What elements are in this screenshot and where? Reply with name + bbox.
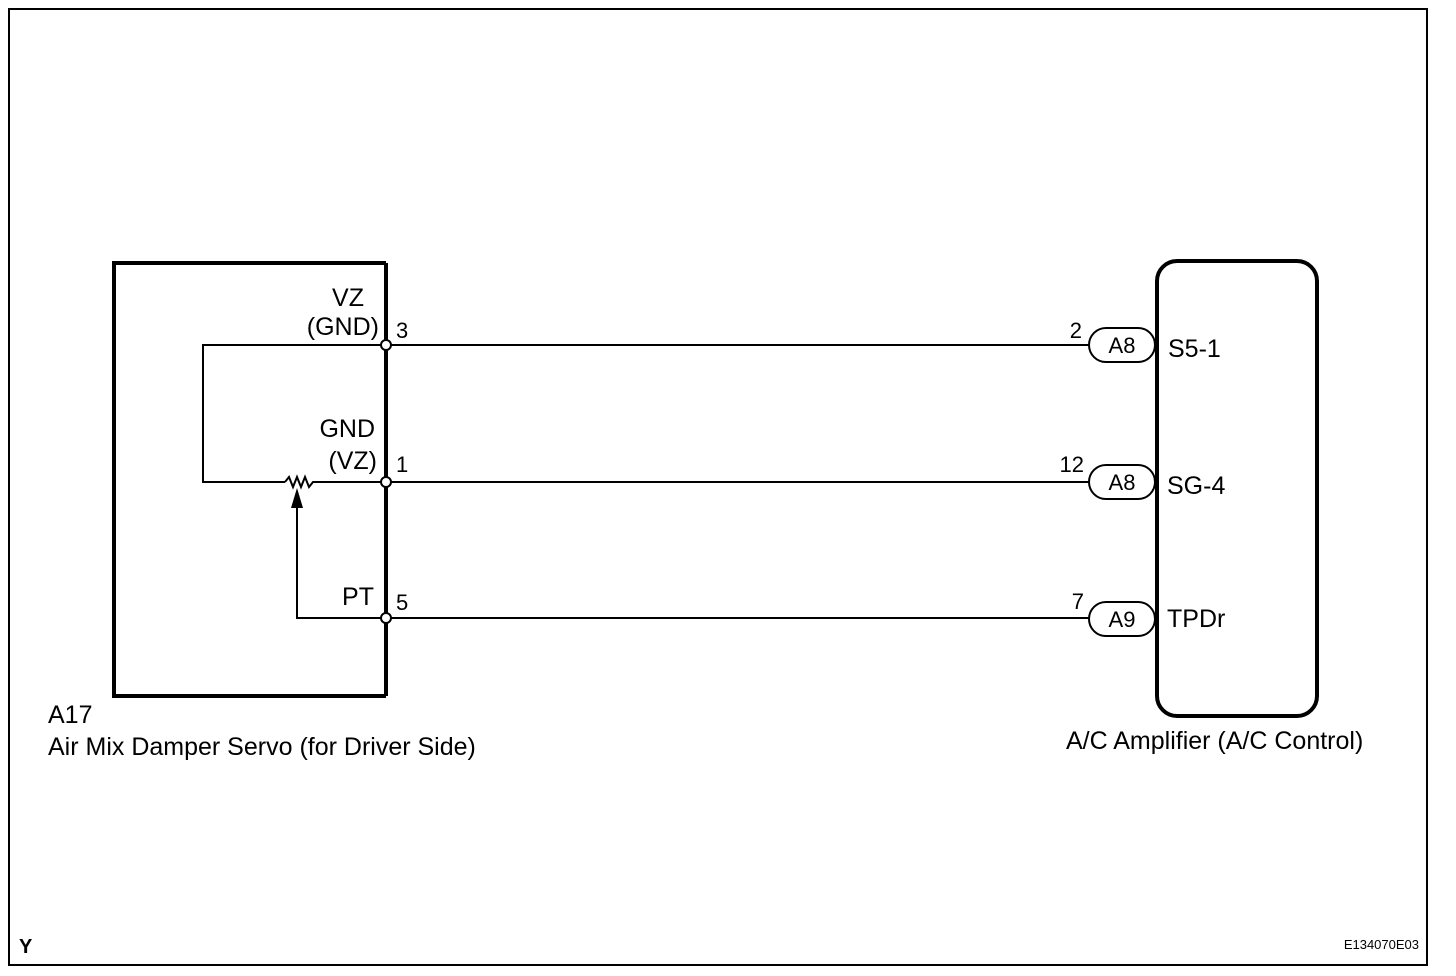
internal-loop-wire xyxy=(202,344,386,483)
terminal-node-3 xyxy=(380,339,392,351)
amplifier-terminal-label: S5-1 xyxy=(1168,335,1221,363)
connector-badge xyxy=(1088,464,1156,500)
terminal-node-5 xyxy=(380,612,392,624)
corner-label: Y xyxy=(19,936,33,958)
servo-terminal-label: VZ xyxy=(332,284,364,312)
servo-terminal-label: PT xyxy=(342,583,374,611)
servo-name: Air Mix Damper Servo (for Driver Side) xyxy=(48,733,476,761)
servo-pin-number: 1 xyxy=(396,452,408,477)
servo-terminal-label: GND xyxy=(319,415,375,443)
wiper-wire xyxy=(296,505,386,619)
figure-code: E134070E03 xyxy=(1344,937,1419,952)
servo-pin-number: 5 xyxy=(396,590,408,615)
servo-pin-number: 3 xyxy=(396,318,408,343)
amplifier-pin-number: 2 xyxy=(1070,318,1082,343)
potentiometer-icon xyxy=(284,474,386,490)
diagram-frame xyxy=(8,8,1428,966)
connector-label: A8 xyxy=(1109,470,1136,495)
amplifier-terminal-label: TPDr xyxy=(1167,605,1225,633)
servo-box xyxy=(112,261,386,698)
amplifier-box xyxy=(1155,259,1319,718)
amplifier-pin-number: 7 xyxy=(1072,589,1084,614)
connector-label: A9 xyxy=(1109,607,1136,632)
servo-code: A17 xyxy=(48,701,92,729)
amplifier-name: A/C Amplifier (A/C Control) xyxy=(1066,727,1363,755)
amplifier-terminal-label: SG-4 xyxy=(1167,472,1225,500)
connector-label: A8 xyxy=(1109,333,1136,358)
terminal-node-1 xyxy=(380,476,392,488)
connector-badge xyxy=(1088,601,1156,637)
wiper-arrow-icon xyxy=(291,488,303,508)
amplifier-pin-number: 12 xyxy=(1060,452,1084,477)
servo-terminal-label: (GND) xyxy=(307,313,379,341)
connector-badge xyxy=(1088,327,1156,363)
servo-terminal-label: (VZ) xyxy=(328,447,377,475)
